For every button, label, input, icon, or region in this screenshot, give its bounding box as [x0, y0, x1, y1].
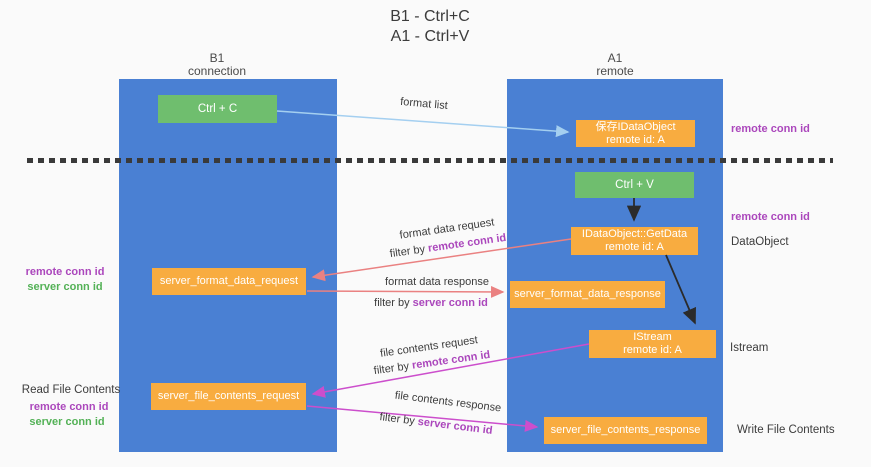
column-a1-name: A1 — [607, 51, 623, 65]
ctrl-c-label: Ctrl + C — [197, 102, 238, 115]
title-line-1: B1 - Ctrl+C — [390, 8, 470, 25]
ctrl-c-box: Ctrl + C — [158, 95, 277, 123]
right-istream-label: Istream — [730, 342, 769, 354]
filter-by-text-4: filter by — [378, 411, 419, 428]
right-remote-conn-id-top: remote conn id — [731, 123, 810, 135]
server-format-data-request-label: server_format_data_request — [159, 275, 299, 287]
server-file-contents-request-label: server_file_contents_request — [157, 390, 300, 402]
left-remote-conn-id-2: remote conn id — [29, 401, 109, 413]
dashed-divider — [27, 158, 833, 163]
server-format-data-request-box: server_format_data_request — [152, 268, 306, 295]
getdata-line2: remote id: A — [605, 241, 664, 253]
column-header-b1: B1 connection — [188, 52, 246, 78]
istream-line2: remote id: A — [623, 344, 682, 356]
diagram-title: B1 - Ctrl+C A1 - Ctrl+V — [390, 7, 470, 47]
ctrl-v-box: Ctrl + V — [575, 172, 694, 198]
right-dataobject-label: DataObject — [731, 236, 789, 248]
title-line-2: A1 - Ctrl+V — [390, 28, 470, 45]
format-data-response-label: format data response — [385, 276, 489, 288]
filter-by-text-2: filter by — [374, 297, 413, 309]
column-header-a1: A1 remote — [596, 52, 633, 78]
left-server-conn-id-1: server conn id — [27, 281, 103, 293]
istream-box: IStream remote id: A — [589, 330, 716, 358]
left-remote-conn-id-1: remote conn id — [25, 266, 105, 278]
save-idataobject-line2: remote id: A — [606, 133, 665, 146]
left-server-conn-id-2: server conn id — [29, 416, 105, 428]
format-list-label: format list — [399, 95, 449, 113]
file-contents-response-filter-label: filter by server conn id — [379, 411, 493, 437]
filter-by-text-3: filter by — [373, 359, 413, 378]
file-contents-response-label: file contents response — [394, 389, 502, 415]
format-data-response-filter-label: filter by server conn id — [374, 297, 488, 309]
column-b1-subtitle: connection — [187, 64, 247, 78]
server-conn-id-text-4: server conn id — [417, 415, 494, 437]
column-a1-subtitle: remote — [596, 64, 634, 78]
idataobject-getdata-box: IDataObject::GetData remote id: A — [571, 227, 698, 255]
getdata-line1: IDataObject::GetData — [581, 228, 688, 240]
right-write-file-contents-label: Write File Contents — [737, 424, 835, 436]
server-format-data-response-box: server_format_data_response — [510, 281, 665, 308]
filter-by-text-1: filter by — [389, 242, 429, 261]
server-file-contents-request-box: server_file_contents_request — [151, 383, 306, 410]
right-remote-conn-id-mid: remote conn id — [731, 211, 810, 223]
server-file-contents-response-box: server_file_contents_response — [544, 417, 707, 444]
server-format-data-response-label: server_format_data_response — [514, 288, 661, 300]
istream-line1: IStream — [633, 331, 672, 343]
server-file-contents-response-label: server_file_contents_response — [550, 424, 701, 436]
ctrl-v-label: Ctrl + V — [615, 178, 654, 191]
left-read-file-contents-label: Read File Contents — [21, 384, 121, 396]
save-idataobject-box: 保存IDataObject remote id: A — [576, 120, 695, 147]
save-idataobject-line1: 保存IDataObject — [595, 120, 676, 133]
server-conn-id-text-2: server conn id — [412, 297, 488, 309]
column-b1-name: B1 — [209, 51, 225, 65]
